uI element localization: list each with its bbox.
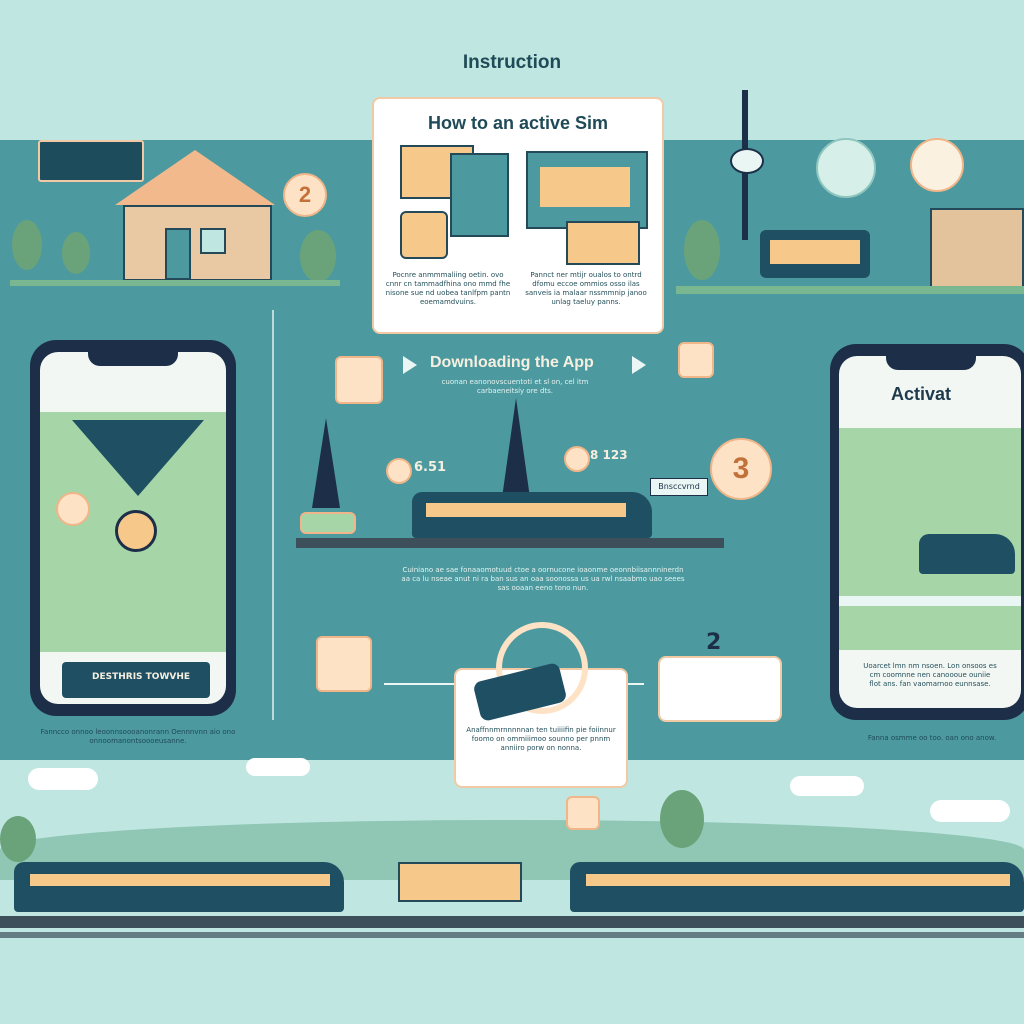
- map-target-icon: [115, 510, 157, 552]
- bottom-rail: [0, 916, 1024, 928]
- platform-icon: [300, 512, 356, 534]
- cloud: [246, 758, 310, 776]
- page-title: Instruction: [462, 52, 562, 73]
- left-phone-screen: DESTHRIS TOWVHE: [40, 352, 226, 704]
- station-window: [770, 240, 860, 264]
- house-scene: 2: [0, 140, 360, 300]
- play-arrow-icon: [632, 356, 646, 374]
- phone-rail: [839, 596, 1021, 606]
- download-caption: cuonan eanonovscuentoti et sl on, cel it…: [441, 378, 589, 395]
- ground: [10, 280, 340, 286]
- howto-right-caption: Pannct ner mtijr oualos to ontrd dfomu e…: [525, 271, 647, 306]
- tree: [660, 790, 704, 848]
- app-icon: [335, 356, 383, 404]
- tree: [12, 220, 42, 270]
- tower-head: [730, 148, 764, 174]
- howto-title: How to an active Sim: [427, 113, 609, 133]
- time-label-1: 6.51: [414, 460, 447, 475]
- train-windows: [586, 874, 1010, 886]
- house-roof: [115, 150, 275, 205]
- sim-card-icon: [400, 211, 448, 259]
- activation-card: [658, 656, 782, 722]
- cloud: [28, 768, 98, 790]
- sign-label: Bnsccvrnd: [650, 478, 708, 496]
- pylon: [502, 398, 530, 498]
- right-phone-screen: Activat Uoarcet lmn nm nsoen. Lon onsoos…: [839, 356, 1021, 708]
- howto-left-caption: Pocnre anmmmaliing oetin. ovo cnnr cn ta…: [385, 271, 511, 306]
- left-phone: DESTHRIS TOWVHE: [30, 340, 236, 716]
- step-2-lower: 2: [706, 630, 722, 655]
- city-scene: [670, 90, 1024, 302]
- phone-panel: [450, 153, 509, 237]
- phone-banner-text: DESTHRIS TOWVHE: [92, 672, 191, 682]
- right-phone: Activat Uoarcet lmn nm nsoen. Lon onsoos…: [830, 344, 1024, 720]
- howto-image-left: [390, 145, 510, 265]
- time-badge-icon: [564, 446, 590, 472]
- activate-title: Activat: [891, 384, 952, 404]
- tablet-panel: [566, 221, 640, 265]
- tree: [0, 816, 36, 862]
- sim-caption: Anaffnnmrnnnnnan ten tuiiiifin pie foiin…: [466, 726, 616, 752]
- step-2-circle: 2: [283, 173, 327, 217]
- bottom-train-right: [570, 862, 1024, 912]
- tree: [300, 230, 336, 282]
- laptop-content: [540, 167, 630, 207]
- middle-caption: Cuiniano ae sae fonaaomotuud ctoe a oorn…: [401, 566, 685, 592]
- bottom-rail-2: [0, 932, 1024, 938]
- time-badge-icon: [386, 458, 412, 484]
- lock-icon: [316, 636, 372, 692]
- clock-icon: [910, 138, 964, 192]
- flow-line: [272, 310, 274, 720]
- map-badge-icon: [56, 492, 90, 526]
- play-arrow-icon: [403, 356, 417, 374]
- cloud: [790, 776, 864, 796]
- bottom-sign-icon: [566, 796, 600, 830]
- activate-caption: Uoarcet lmn nm nsoen. Lon onsoos es cm c…: [863, 662, 997, 688]
- signal-rings: [496, 622, 588, 714]
- left-phone-notch: [88, 352, 178, 366]
- station-house: [398, 862, 522, 902]
- house-body: [123, 205, 272, 281]
- right-phone-notch: [886, 356, 976, 370]
- map-funnel: [72, 420, 204, 496]
- factory: [930, 208, 1024, 290]
- phone-train: [919, 534, 1015, 574]
- howto-image-right: [526, 151, 648, 265]
- tree: [62, 232, 90, 274]
- step-3-circle: 3: [710, 438, 772, 500]
- pylon: [312, 418, 340, 508]
- bottom-train-left: [14, 862, 344, 912]
- train-window-strip: [426, 503, 626, 517]
- time-label-2: 8 123: [590, 448, 628, 462]
- cloud: [930, 800, 1010, 822]
- phone-banner: DESTHRIS TOWVHE: [62, 662, 210, 698]
- location-pin-icon: [816, 138, 876, 198]
- left-footnote: Fanncco onnoo leoonnsoooanonrann Oennnvn…: [40, 728, 236, 745]
- file-icon: [678, 342, 714, 378]
- middle-rail: [296, 538, 724, 548]
- train-windows: [30, 874, 330, 886]
- tree: [684, 220, 720, 280]
- house-door: [165, 228, 191, 280]
- house-window: [200, 228, 226, 254]
- right-footnote: Fanna osmme oo too. oan ono anow.: [867, 734, 997, 742]
- ground: [676, 286, 1024, 294]
- howto-card: How to an active Sim Pocnre anmmmaliing …: [372, 97, 664, 334]
- download-title: Downloading the App: [430, 354, 594, 371]
